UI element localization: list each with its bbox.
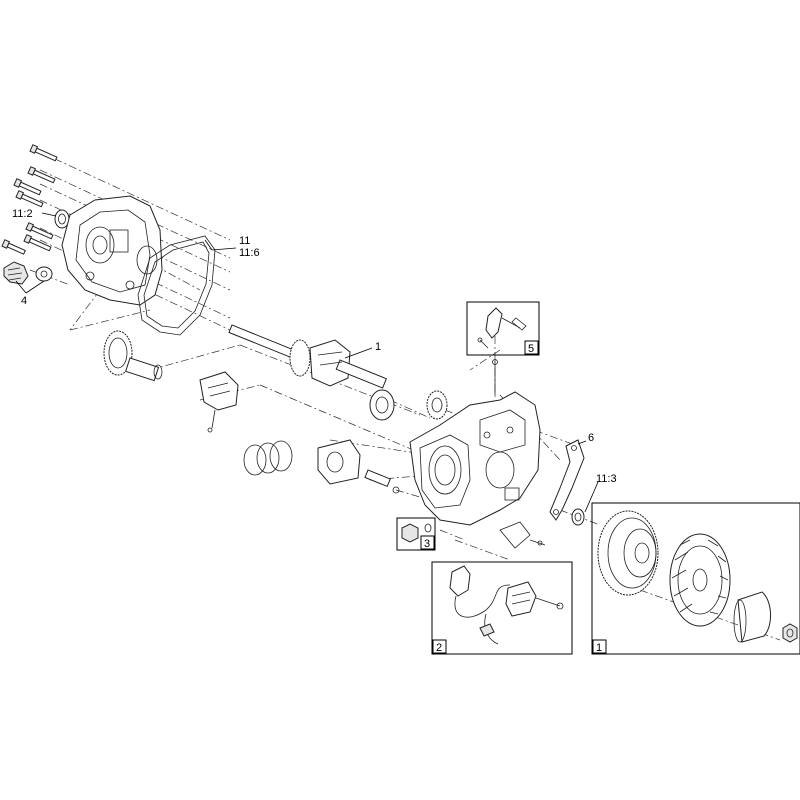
piston-rings [243, 440, 293, 476]
callout-4: 4 [21, 295, 27, 307]
block-gear [426, 390, 448, 420]
callout-11-3: 11:3 [596, 473, 617, 485]
callout-1: 1 [375, 341, 381, 353]
governor-rod [492, 359, 498, 395]
cover-bolts [1, 144, 58, 255]
governor-assembly [199, 371, 239, 433]
box-1-number: 1 [596, 642, 602, 654]
callout-11-2: 11:2 [12, 208, 33, 220]
crankcase-cover [61, 195, 163, 306]
callout-6: 6 [588, 432, 594, 444]
box-3-nut: 3 [396, 517, 436, 551]
camshaft-gear [103, 330, 163, 382]
box-5-number: 5 [528, 343, 534, 355]
oil-filler-plug [3, 261, 53, 285]
lower-bracket-parts [499, 521, 546, 549]
bracket [549, 439, 585, 521]
box-2-ignition-coil: 2 [431, 561, 573, 655]
callout-11: 11 [239, 235, 250, 247]
piston [317, 439, 400, 494]
oil-seal-right [571, 508, 585, 526]
box-5-governor-lever: 5 [466, 301, 540, 356]
cover-gasket [137, 235, 216, 336]
box-1-flywheel-assembly: 1 [591, 502, 800, 655]
crankshaft [228, 324, 388, 389]
box-3-number: 3 [424, 538, 430, 550]
box-2-number: 2 [436, 642, 442, 654]
engine-block [409, 391, 541, 526]
callout-11-6: 11:6 [239, 247, 260, 259]
main-bearing [369, 389, 395, 421]
leader-lines [15, 212, 599, 513]
